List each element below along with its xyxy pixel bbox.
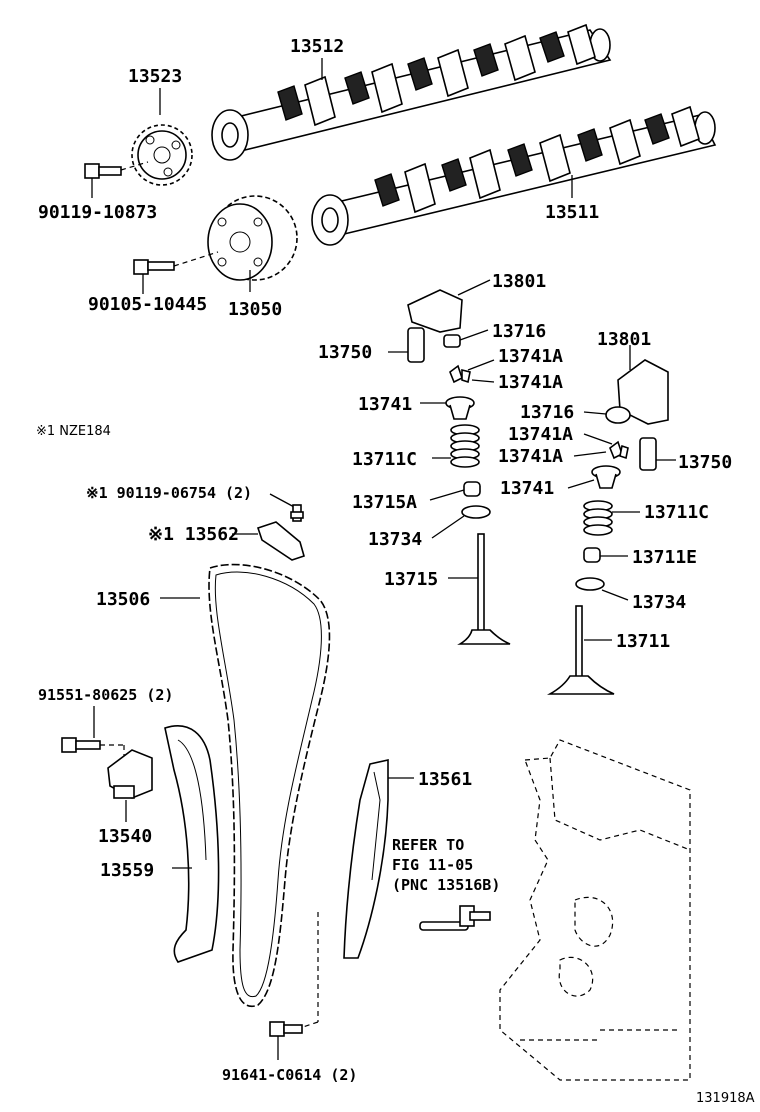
washer-13734-b[interactable] [575,577,605,591]
label-13523: 13523 [128,66,182,87]
label-91551-80625: 91551-80625 (2) [38,686,173,704]
lash-adjuster-13750-a[interactable] [407,327,425,363]
bolt-91641-c0614[interactable] [269,1021,303,1037]
label-91641-c0614: 91641-C0614 (2) [222,1066,357,1084]
lash-adjuster-13750-b[interactable] [639,437,657,471]
label-13711: 13711 [616,631,670,652]
label-13741a-a: 13741A [498,346,563,367]
label-13715: 13715 [384,569,438,590]
sprocket-13523[interactable] [131,124,193,186]
bolt-90119-10873[interactable] [84,163,122,179]
label-13050: 13050 [228,299,282,320]
valve-13711[interactable] [546,605,615,695]
label-13540: 13540 [98,826,152,847]
label-13711c-b: 13711C [644,502,709,523]
label-13716-a: 13716 [492,321,546,342]
label-13741a-b: 13741A [498,372,563,393]
vvt-gear-13050[interactable] [207,195,298,281]
label-13715a: 13715A [352,492,417,513]
refer-line1: REFER TO [392,836,464,854]
rocker-arm-13801-a[interactable] [407,289,463,333]
figure-id: 131918A [696,1091,755,1106]
note-nze184: ※1 NZE184 [36,424,111,439]
label-13512: 13512 [290,36,344,57]
tensioner-13540[interactable] [107,749,153,799]
bolt-90119-06754[interactable] [290,504,304,522]
label-90119-10873: 90119-10873 [38,202,157,223]
label-13741a-d: 13741A [498,446,563,467]
seal-13715a[interactable] [463,481,481,497]
spring-13711c-a[interactable] [450,424,480,468]
label-13561: 13561 [418,769,472,790]
label-13734-b: 13734 [632,592,686,613]
retainer-13741-b[interactable] [591,465,621,489]
seal-13711e[interactable] [583,547,601,563]
shim-13716-a[interactable] [443,334,461,348]
label-13750-a: 13750 [318,342,372,363]
label-13801-b: 13801 [597,329,651,350]
label-13711e: 13711E [632,547,697,568]
label-13511: 13511 [545,202,599,223]
label-13741-b: 13741 [500,478,554,499]
retainer-13741-a[interactable] [445,396,475,420]
valve-keeper-13741a-b[interactable] [609,440,629,460]
spring-13711c-b[interactable] [583,500,613,536]
label-13741-a: 13741 [358,394,412,415]
camshaft-13511[interactable] [311,105,717,246]
shim-13716-b[interactable] [605,406,631,424]
timing-chain-13506[interactable] [208,563,331,1008]
refer-line3: (PNC 13516B) [392,876,500,894]
chain-guide-13562[interactable] [256,521,305,561]
label-13734-a: 13734 [368,529,422,550]
label-90119-06754: ※1 90119-06754 (2) [86,484,252,502]
valve-13715[interactable] [457,533,511,645]
bolt-90105-10445[interactable] [133,259,175,275]
label-13741a-c: 13741A [508,424,573,445]
label-13801-a: 13801 [492,271,546,292]
washer-13734-a[interactable] [461,505,491,519]
camshaft-13512[interactable] [211,23,612,161]
label-13711c-a: 13711C [352,449,417,470]
refer-line2: FIG 11-05 [392,856,473,874]
label-13506: 13506 [96,589,150,610]
bolt-91551-80625[interactable] [61,737,101,753]
chain-slipper-13559[interactable] [164,725,220,963]
label-13750-b: 13750 [678,452,732,473]
label-90105-10445: 90105-10445 [88,294,207,315]
valve-keeper-13741a-a[interactable] [449,364,471,384]
oil-jet-13516b[interactable] [419,905,491,931]
label-13559: 13559 [100,860,154,881]
engine-block [499,739,691,1081]
chain-damper-13561[interactable] [343,759,389,959]
label-13562: ※1 13562 [148,524,239,545]
label-13716-b: 13716 [520,402,574,423]
